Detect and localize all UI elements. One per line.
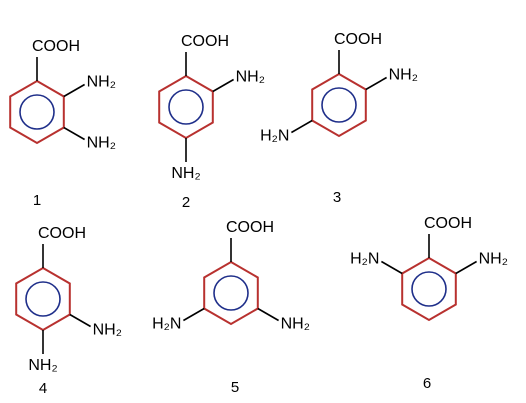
aromatic-circle: [19, 94, 55, 130]
carboxyl-label: COOH: [32, 38, 80, 55]
amino-label: NH₂: [389, 67, 418, 84]
carboxyl-label: COOH: [38, 225, 86, 242]
carboxyl-label: COOH: [181, 33, 229, 50]
aromatic-circle: [321, 87, 357, 123]
benzene-ring: [203, 260, 259, 326]
substituent-bond: [183, 307, 205, 322]
molecule-2: COOH NH₂ NH₂ 2: [158, 33, 265, 211]
substituent-bond: [63, 126, 85, 141]
aromatic-circle: [411, 271, 447, 307]
molecule-6: COOH NH₂ H₂N 6: [350, 215, 508, 392]
amino-label: NH₂: [28, 357, 57, 374]
benzene-ring: [401, 256, 457, 322]
molecule-1: COOH NH₂ NH₂ 1: [9, 38, 116, 209]
amino-label: NH₂: [236, 69, 265, 86]
aromatic-circle: [168, 89, 204, 125]
molecule-4: COOH NH₂ NH₂ 4: [15, 225, 122, 397]
compound-number: 1: [33, 192, 41, 209]
amino-label: NH₂: [87, 74, 116, 91]
carboxyl-label: COOH: [334, 31, 382, 48]
amino-label: H₂N: [260, 128, 289, 145]
compound-number: 2: [182, 194, 190, 211]
amino-label: NH₂: [281, 316, 310, 333]
amino-label: NH₂: [171, 165, 200, 182]
benzene-ring: [158, 74, 214, 140]
substituent-bond: [257, 307, 279, 322]
benzene-ring: [311, 72, 367, 138]
compound-number: 3: [333, 189, 341, 206]
amino-label: NH₂: [87, 135, 116, 152]
compound-number: 4: [39, 380, 47, 397]
substituent-bond: [212, 78, 234, 93]
molecule-5: COOH NH₂ H₂N 5: [152, 219, 310, 396]
amino-label: H₂N: [350, 251, 379, 268]
molecule-3: COOH NH₂ H₂N 3: [260, 31, 418, 206]
aromatic-circle: [213, 275, 249, 311]
substituent-bond: [365, 76, 387, 91]
substituent-bond: [69, 313, 91, 328]
substituent-bond: [291, 119, 313, 134]
aromatic-circle: [25, 281, 61, 317]
carboxyl-label: COOH: [424, 215, 472, 232]
substituent-bond: [381, 260, 403, 275]
amino-label: NH₂: [93, 322, 122, 339]
substituent-bond: [63, 83, 85, 98]
benzene-ring: [9, 79, 65, 145]
amino-label: NH₂: [479, 251, 508, 268]
compound-number: 5: [231, 379, 239, 396]
substituent-bond: [455, 260, 477, 275]
compound-number: 6: [423, 375, 431, 392]
amino-label: H₂N: [152, 316, 181, 333]
benzene-ring: [15, 266, 71, 332]
carboxyl-label: COOH: [226, 219, 274, 236]
